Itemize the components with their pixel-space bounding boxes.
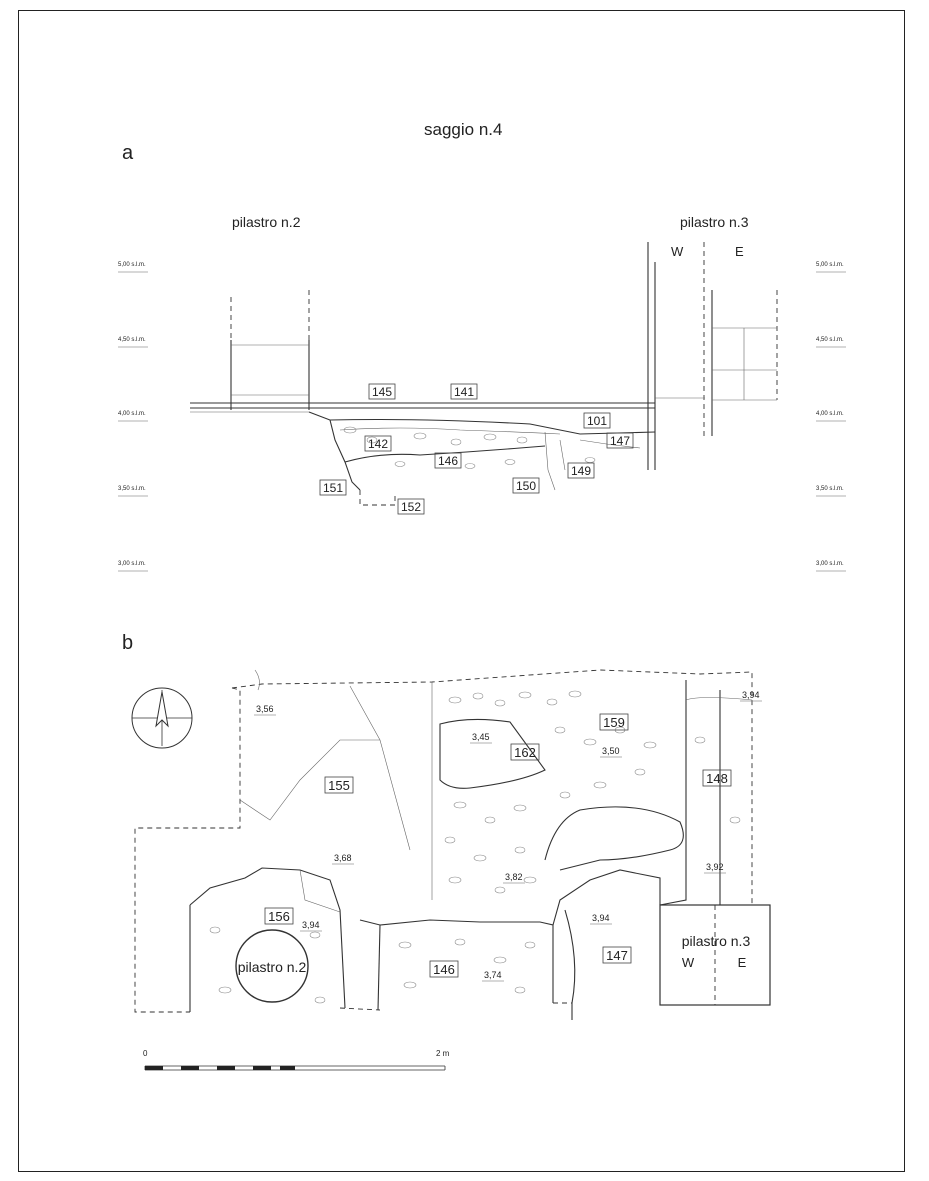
plan-unit-148: 148 [706,771,728,786]
section-unit-147: 147 [610,434,630,448]
elevation-left-300: 3,00 s.l.m. [118,561,146,567]
section-pier-3-label: pilastro n.3 [680,214,749,230]
section-unit-101: 101 [587,414,607,428]
spot-height: 3,94 [302,920,320,930]
plan-unit-155: 155 [328,778,350,793]
elevation-left-450: 4,50 s.l.m. [118,337,146,343]
plan-pier-3 [659,904,771,1006]
elevation-left-400: 4,00 s.l.m. [118,411,146,417]
spot-height: 3,56 [256,704,274,714]
section-unit-150: 150 [516,479,536,493]
plan-unit-labels: 159 162 155 148 156 146 147 [264,713,732,978]
drawing-frame [18,10,905,1172]
plan-pier-3-label: pilastro n.3 [682,933,751,949]
section-unit-142: 142 [368,437,388,451]
section-pier-2 [230,290,310,410]
scale-end-label: 2 m [436,1049,450,1058]
spot-height: 3,94 [592,913,610,923]
spot-height: 3,45 [472,732,490,742]
north-arrow-icon [131,687,193,749]
elevation-right-300: 3,00 s.l.m. [816,561,844,567]
spot-height: 3,92 [706,862,724,872]
plan-pier-2-label: pilastro n.2 [238,959,307,975]
plan-spot-heights: 3,56 3,45 3,50 3,94 3,68 3,82 3,92 3,94 … [254,690,762,982]
drawing-title: saggio n.4 [424,120,503,139]
panel-a-label: a [122,142,134,164]
scale-start-label: 0 [143,1049,148,1058]
plan-unit-147: 147 [606,948,628,963]
elevation-right-400: 4,00 s.l.m. [816,411,844,417]
section-pier-3-west: W [671,244,684,259]
plan-pier-2-circle [235,929,309,1003]
plan-unit-146: 146 [433,962,455,977]
plan-pier-3-east: E [738,955,747,970]
section-unit-145: 145 [372,385,392,399]
section-unit-146: 146 [438,454,458,468]
plan-unit-156: 156 [268,909,290,924]
panel-b-label: b [122,632,134,654]
section-unit-labels: 145 141 101 142 146 147 149 150 151 152 [319,383,634,515]
plan-unit-159: 159 [603,715,625,730]
section-drawing: 145 141 101 142 146 147 149 150 151 152 [118,242,846,572]
spot-height: 3,68 [334,853,352,863]
elevation-left-500: 5,00 s.l.m. [118,262,146,268]
spot-height: 3,50 [602,746,620,756]
plan-pier-3-west: W [682,955,695,970]
plan-drawing: 159 162 155 148 156 146 147 3,56 3,45 3,… [131,669,771,1071]
section-unit-149: 149 [571,464,591,478]
section-pier-2-label: pilastro n.2 [232,214,301,230]
section-unit-151: 151 [323,481,343,495]
section-unit-152: 152 [401,500,421,514]
elevation-right-500: 5,00 s.l.m. [816,262,844,268]
elevation-right-350: 3,50 s.l.m. [816,486,844,492]
plan-unit-162: 162 [514,745,536,760]
elevation-left-350: 3,50 s.l.m. [118,486,146,492]
spot-height: 3,74 [484,970,502,980]
spot-height: 3,82 [505,872,523,882]
section-pier-3-east: E [735,244,744,259]
elevation-right-450: 4,50 s.l.m. [816,337,844,343]
spot-height: 3,94 [742,690,760,700]
section-unit-141: 141 [454,385,474,399]
scale-bar: 0 2 m [143,1049,450,1071]
section-pier-3 [647,242,778,470]
